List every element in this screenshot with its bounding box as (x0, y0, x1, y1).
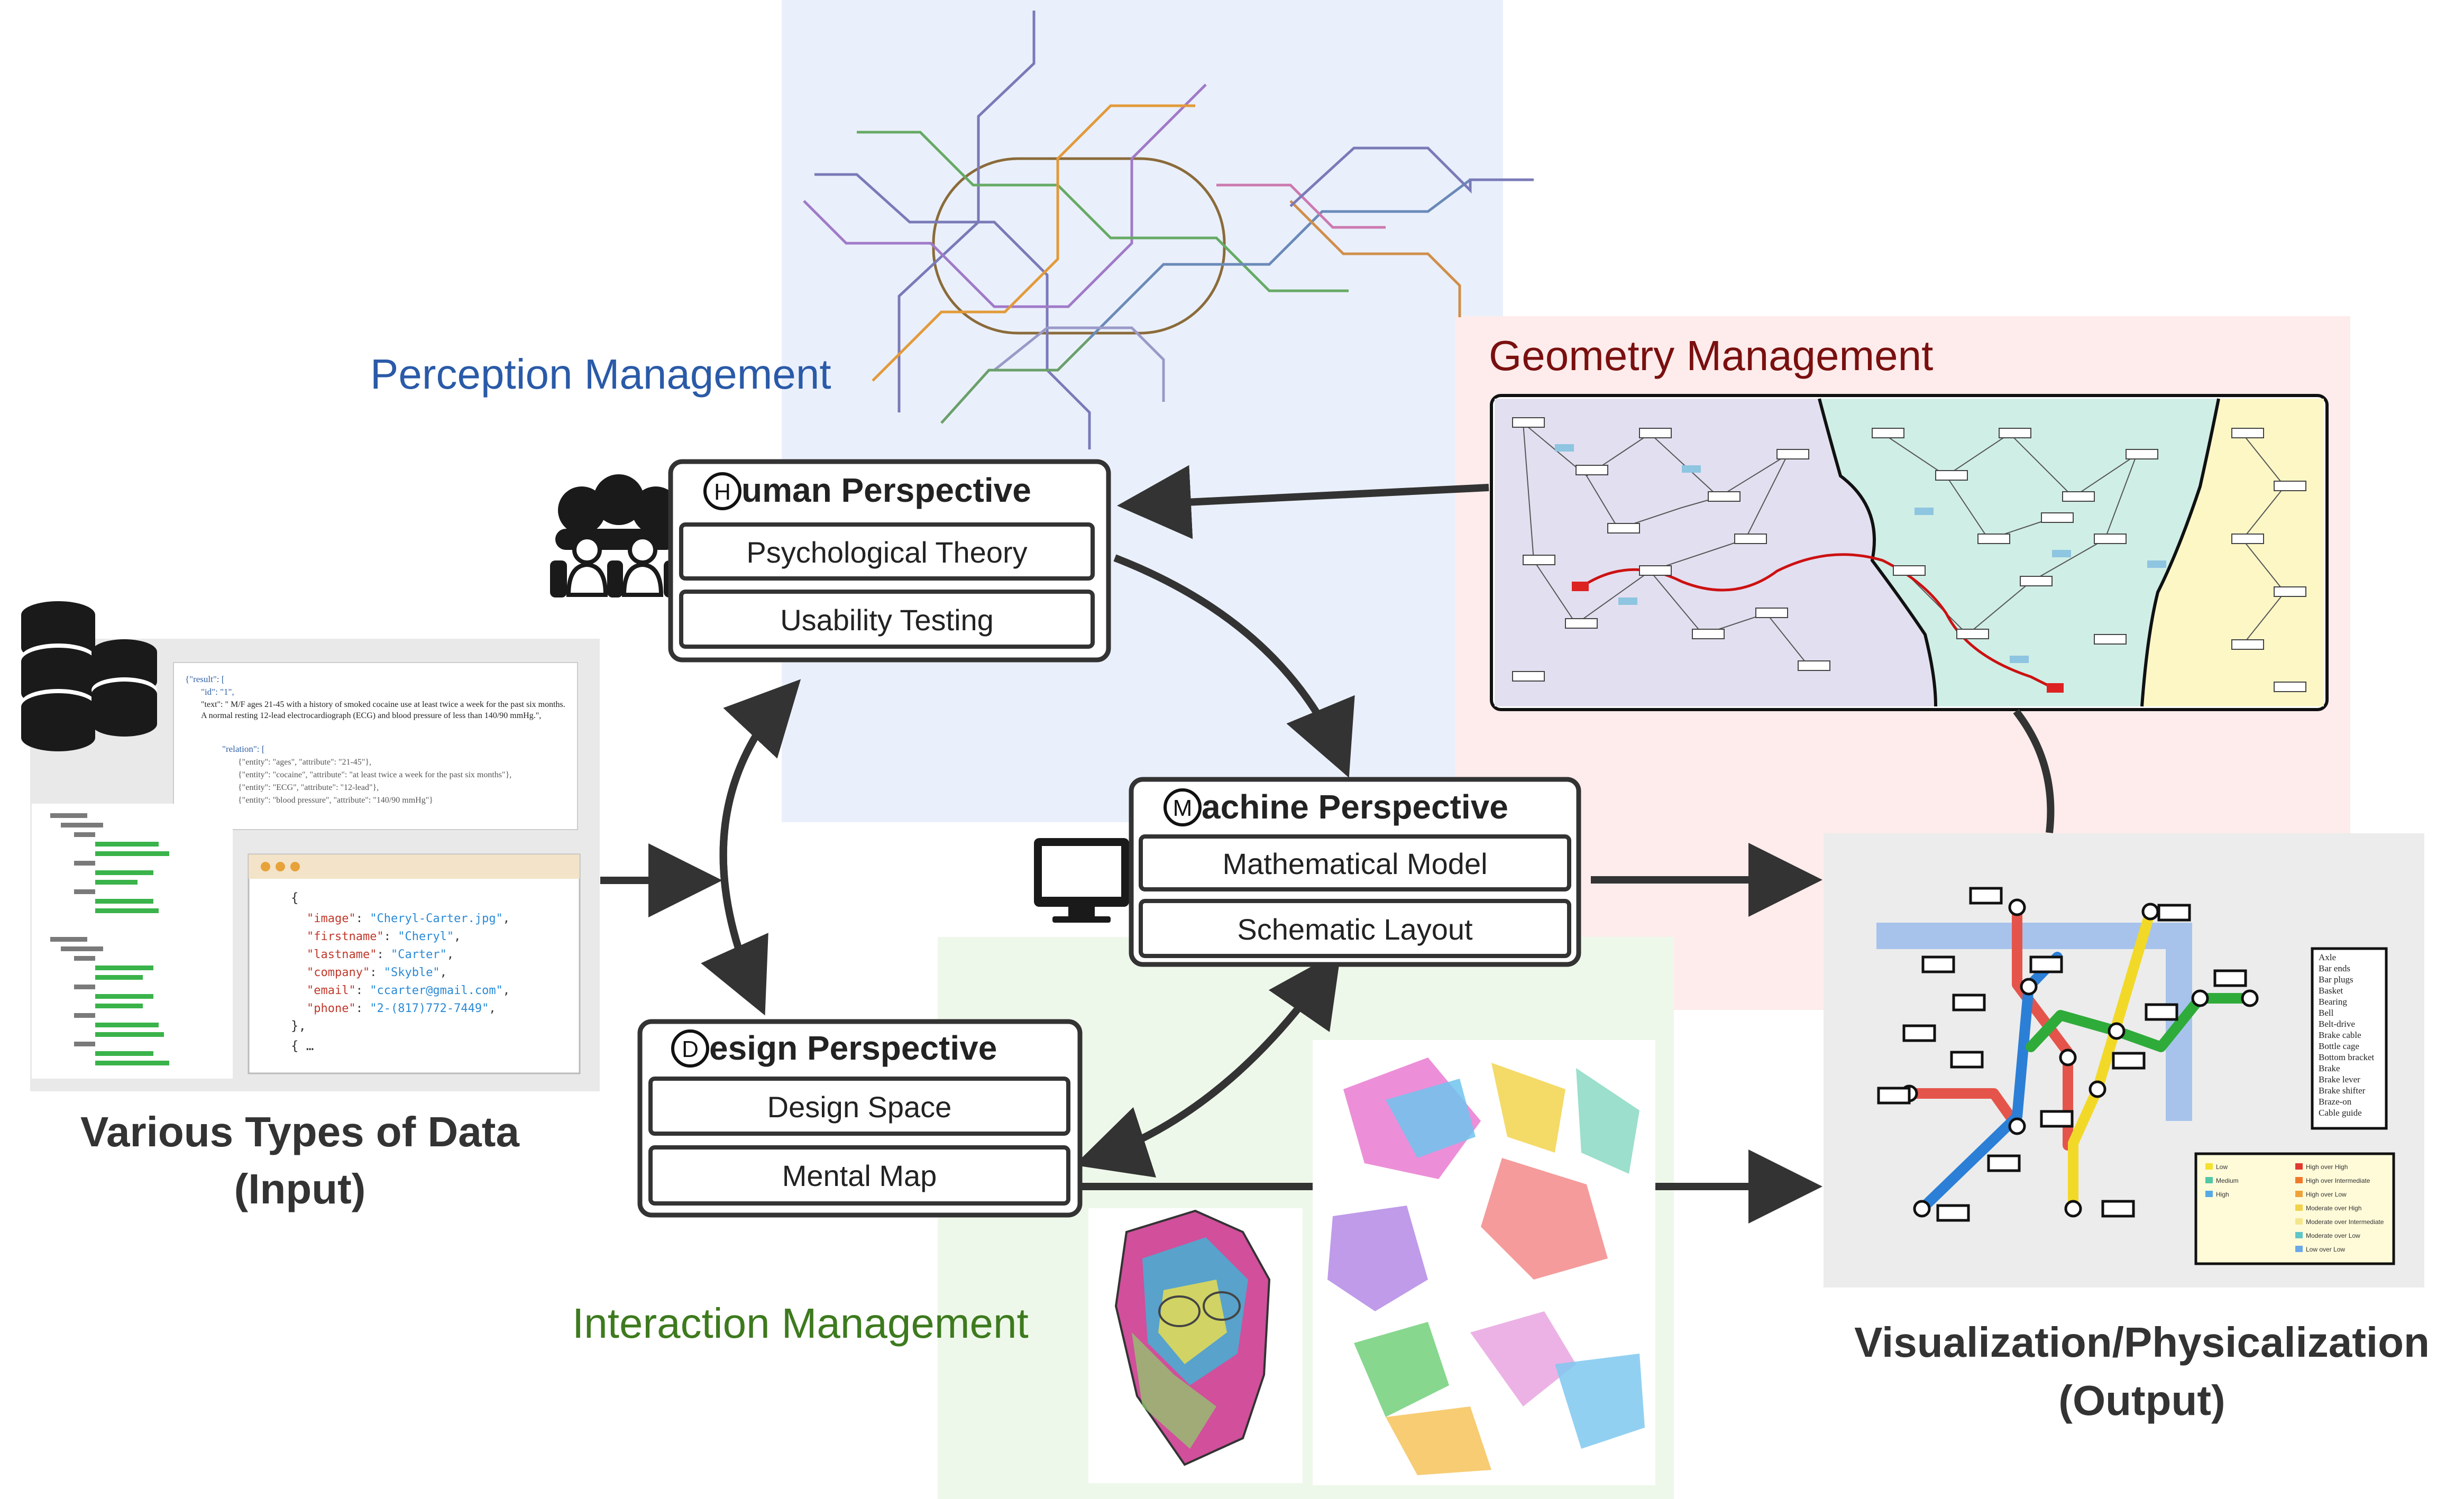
levels-legend-item: Moderate over Low (2306, 1232, 2360, 1239)
arrows (600, 465, 2055, 1224)
machine-item-schematic-layout: Schematic Layout (1237, 913, 1473, 946)
parts-legend-item: Bottle cage (2319, 1041, 2359, 1051)
human-item-usability-testing: Usability Testing (780, 603, 994, 637)
graph-layout (1490, 394, 2329, 711)
perception-panel (782, 0, 1503, 822)
svg-text:{: { (291, 890, 298, 905)
parts-legend-item: Brake cable (2319, 1030, 2361, 1040)
metro-map (803, 11, 1534, 449)
levels-legend-item: Moderate over Intermediate (2306, 1218, 2384, 1226)
levels-legend-item: Low over Low (2306, 1246, 2345, 1253)
levels-legend-item: Low (2216, 1163, 2228, 1171)
people-group-icon (550, 474, 681, 597)
levels-legend-item: High (2216, 1191, 2229, 1198)
legend-swatch (2295, 1232, 2303, 1238)
machine-item-mathematical-model: Mathematical Model (1222, 847, 1487, 880)
perception-management-label: Perception Management (370, 351, 831, 398)
doc-line-r1: {"entity": "ages", "attribute": "21-45"}… (238, 758, 371, 767)
parts-legend-item: Braze-on (2319, 1097, 2352, 1107)
json-line: "email": "ccarter@gmail.com", (307, 984, 510, 997)
doc-line-head: {"result": [ (185, 674, 225, 684)
doc-line-r4: {"entity": "blood pressure", "attribute"… (238, 796, 433, 805)
legend-swatch (2295, 1218, 2303, 1225)
legend-swatch (2205, 1191, 2213, 1197)
parts-legend-item: Brake (2319, 1063, 2340, 1073)
geometry-management-label: Geometry Management (1489, 332, 1933, 379)
machine-perspective: M achine Perspective Mathematical Model … (1129, 777, 1581, 967)
parts-legend-item: Brake shifter (2319, 1086, 2366, 1096)
machine-initial: M (1173, 795, 1193, 821)
design-item-design-space: Design Space (767, 1090, 952, 1124)
design-item-mental-map: Mental Map (782, 1159, 937, 1192)
json-line: "firstname": "Cheryl", (307, 930, 461, 943)
levels-legend-item: High over Low (2306, 1191, 2347, 1198)
legend-swatch (2295, 1177, 2303, 1183)
machine-title: achine Perspective (1202, 788, 1508, 826)
legend-swatch (2295, 1163, 2303, 1170)
output-title: Visualization/Physicalization (1854, 1319, 2430, 1366)
doc-line-text: "text": " M/F ages 21-45 with a history … (201, 700, 565, 720)
parts-legend-item: Basket (2319, 986, 2343, 996)
levels-legend-item: Medium (2216, 1177, 2239, 1184)
json-line: "lastname": "Carter", (307, 948, 454, 961)
design-initial: D (682, 1036, 699, 1062)
human-item-psychological-theory: Psychological Theory (746, 536, 1027, 569)
parts-legend-item: Axle (2319, 952, 2336, 962)
input-subtitle: (Input) (234, 1165, 366, 1212)
parts-legend-item: Bottom bracket (2319, 1052, 2375, 1062)
interaction-management-label: Interaction Management (572, 1300, 1029, 1347)
levels-legend-item: Moderate over High (2306, 1204, 2361, 1212)
tree-schema (32, 804, 233, 1079)
legend-swatch (2295, 1204, 2303, 1211)
parts-legend-item: Belt-drive (2319, 1019, 2355, 1029)
parts-legend-item: Brake lever (2319, 1074, 2360, 1084)
physicalization-skull (1088, 1208, 1303, 1483)
physicalization-fragments (1313, 1040, 1655, 1485)
json-line: "phone": "2-(817)772-7449", (307, 1002, 496, 1015)
parts-legend-item: Bell (2319, 1008, 2334, 1018)
human-perspective: H uman Perspective Psychological Theory … (668, 459, 1111, 663)
output-subtitle: (Output) (2058, 1377, 2225, 1424)
input-title: Various Types of Data (80, 1108, 519, 1155)
json-line: "company": "Skyble", (307, 966, 447, 979)
parts-legend-item: Cable guide (2319, 1108, 2362, 1118)
parts-legend-item: Bearing (2319, 997, 2347, 1007)
monitor-icon (1034, 838, 1129, 923)
browser-window-icon: { "image": "Cheryl-Carter.jpg", "firstnam… (248, 853, 581, 1074)
doc-line-r3: {"entity": "ECG", "attribute": "12-lead"… (238, 783, 379, 792)
design-title: esign Perspective (709, 1029, 997, 1067)
legend-swatch (2295, 1191, 2303, 1197)
text-document: {"result": [ "id": "1", "text": " M/F ag… (173, 662, 578, 830)
human-initial: H (714, 479, 731, 505)
legend-swatch (2205, 1163, 2213, 1170)
database-icon (21, 601, 157, 751)
doc-line-id: "id": "1", (201, 687, 234, 697)
svg-text:{ …: { … (291, 1038, 314, 1053)
legend-swatch (2205, 1177, 2213, 1183)
doc-line-r2: {"entity": "cocaine", "attribute": "at l… (238, 770, 511, 779)
json-line: "image": "Cheryl-Carter.jpg", (307, 912, 510, 925)
parts-legend-item: Bar ends (2319, 963, 2350, 973)
design-perspective: D esign Perspective Design Space Mental … (637, 1019, 1083, 1218)
levels-legend-item: High over Intermediate (2306, 1177, 2370, 1184)
legend-swatch (2295, 1246, 2303, 1252)
doc-line-relation: "relation": [ (222, 744, 265, 754)
svg-text:},: }, (291, 1018, 306, 1033)
human-title: uman Perspective (741, 471, 1031, 509)
parts-legend-item: Bar plugs (2319, 974, 2353, 985)
levels-legend-item: High over High (2306, 1163, 2348, 1171)
